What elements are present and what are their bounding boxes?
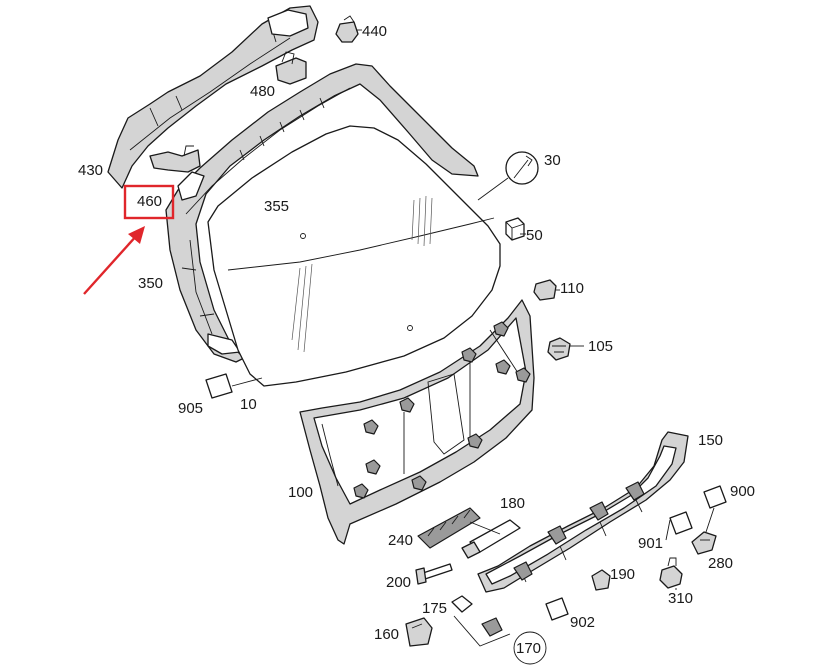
rear-glass-10 <box>207 125 501 387</box>
callout-460: 460 <box>137 193 162 210</box>
screw-200 <box>415 563 453 585</box>
callout-430: 430 <box>78 162 103 179</box>
label-902 <box>545 597 569 621</box>
callout-105: 105 <box>588 338 613 355</box>
callout-30: 30 <box>544 152 561 169</box>
license-lamp-240 <box>417 507 481 549</box>
cylinder-180 <box>461 519 521 559</box>
callout-190: 190 <box>610 566 635 583</box>
leader-lines <box>231 29 715 647</box>
callout-200: 200 <box>386 574 411 591</box>
highlight-marker <box>83 184 175 295</box>
label-905 <box>205 373 233 399</box>
label-901 <box>669 511 693 535</box>
switch-280 <box>691 531 717 555</box>
wrench-icon <box>505 151 539 185</box>
callout-110: 110 <box>560 280 584 297</box>
callout-350: 350 <box>138 275 163 292</box>
callout-440: 440 <box>362 23 387 40</box>
spoiler-trim-430 <box>107 5 319 189</box>
clip-310 <box>659 557 683 589</box>
connector-170 <box>481 617 503 637</box>
bracket-480 <box>275 51 307 85</box>
callout-900: 900 <box>730 483 755 500</box>
inner-trim-panel-100 <box>299 299 535 545</box>
callout-150: 150 <box>698 432 723 449</box>
bracket-460 <box>149 145 201 173</box>
label-900 <box>703 485 727 509</box>
clip-440 <box>335 15 359 43</box>
clip-110 <box>533 279 557 301</box>
callout-50: 50 <box>526 227 543 244</box>
bolt-105 <box>547 337 571 361</box>
highlight-box <box>123 184 175 220</box>
callout-310: 310 <box>668 590 693 607</box>
callout-170-circle <box>513 631 547 665</box>
panel-clips <box>353 321 531 499</box>
callout-905: 905 <box>178 400 203 417</box>
callout-480: 480 <box>250 83 275 100</box>
grommet-190 <box>591 569 611 591</box>
callout-160: 160 <box>374 626 399 643</box>
callout-175: 175 <box>422 600 447 617</box>
callout-355: 355 <box>264 198 289 215</box>
highlight-arrow-head <box>128 226 145 244</box>
cube-50 <box>505 217 525 241</box>
callout-280: 280 <box>708 555 733 572</box>
highlight-arrow <box>83 233 139 295</box>
callout-100: 100 <box>288 484 313 501</box>
cap-175 <box>451 595 473 613</box>
callout-170: 170 <box>516 640 541 657</box>
callout-180: 180 <box>500 495 525 512</box>
callout-labels: 440 480 430 460 355 30 50 350 110 105 90… <box>78 23 755 665</box>
callout-901: 901 <box>638 535 663 552</box>
handle-trim-150 <box>477 431 689 593</box>
bracket-160 <box>405 617 433 647</box>
callout-240: 240 <box>388 532 413 549</box>
callout-902: 902 <box>570 614 595 631</box>
callout-10: 10 <box>240 396 257 413</box>
